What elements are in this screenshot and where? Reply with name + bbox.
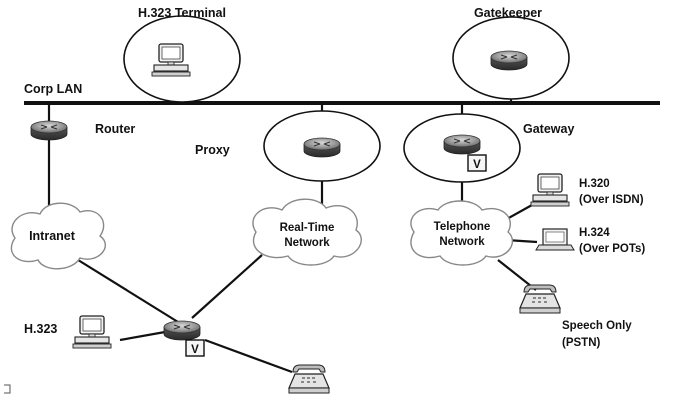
h320-label-line1: H.320: [579, 178, 610, 190]
router-icon: [303, 137, 341, 158]
h323-label: H.323: [24, 322, 57, 336]
router-icon: [490, 50, 528, 71]
corp-lan-label: Corp LAN: [24, 82, 82, 96]
computer-icon: [72, 315, 112, 349]
h320-label-line2: (Over ISDN): [579, 194, 644, 206]
cloud-icon: [252, 198, 362, 266]
h324-label-line1: H.324: [579, 227, 610, 239]
realtime-network-label-line1: Real-Time: [280, 222, 335, 234]
h323-terminal-label: H.323 Terminal: [138, 6, 226, 20]
telephone-network-label-line2: Network: [439, 236, 485, 248]
h324-label-line2: (Over POTs): [579, 243, 645, 255]
telephone-h320-link: [504, 204, 533, 221]
cloud-icon: [10, 202, 107, 270]
telephone-icon: [519, 284, 561, 314]
gateway-badge-box: [467, 154, 487, 172]
gateway-label: Gateway: [523, 122, 574, 136]
h323-router-link: [119, 330, 166, 342]
computer-icon: [530, 173, 570, 207]
intranet-router-link: [69, 254, 179, 323]
router-phone-link: [204, 338, 293, 374]
laptop-icon: [535, 228, 575, 251]
router-icon: [443, 134, 481, 155]
router-badge-box: [185, 339, 205, 357]
router-label: Router: [95, 122, 135, 136]
corner-mark: [4, 384, 11, 394]
router-icon: [30, 120, 68, 141]
intranet-label: Intranet: [29, 229, 76, 243]
gateway-badge: V: [473, 159, 481, 171]
telephone-network-label-line1: Telephone: [434, 221, 491, 233]
cloud-icon: [410, 200, 514, 266]
speech-only-label-line1: Speech Only: [562, 320, 632, 332]
realtime-network-label-line2: Network: [284, 237, 330, 249]
router-icon: [163, 320, 201, 341]
speech-only-label-line2: (PSTN): [562, 337, 601, 349]
proxy-label: Proxy: [195, 143, 230, 157]
telephone-icon: [288, 364, 330, 394]
realtime-router-link: [191, 254, 263, 319]
gatekeeper-label: Gatekeeper: [474, 6, 542, 20]
router-badge: V: [191, 344, 199, 356]
